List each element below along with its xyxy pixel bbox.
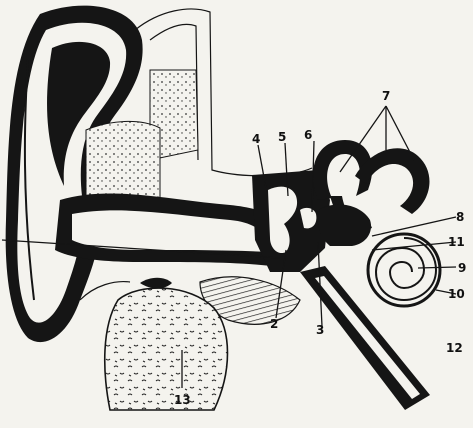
label-3: 3 [316, 323, 324, 337]
label-9: 9 [458, 261, 466, 275]
label-4: 4 [252, 132, 260, 146]
label-6: 6 [304, 128, 312, 142]
vestibule [318, 205, 372, 246]
label-7: 7 [382, 89, 390, 103]
label-11: 11 [448, 235, 465, 249]
label-5: 5 [278, 130, 286, 144]
label-2: 2 [270, 317, 278, 331]
label-8: 8 [456, 210, 464, 224]
label-12: 12 [446, 341, 463, 355]
label-13: 13 [174, 393, 191, 407]
label-10: 10 [448, 287, 465, 301]
external-auditory-canal [55, 194, 285, 268]
